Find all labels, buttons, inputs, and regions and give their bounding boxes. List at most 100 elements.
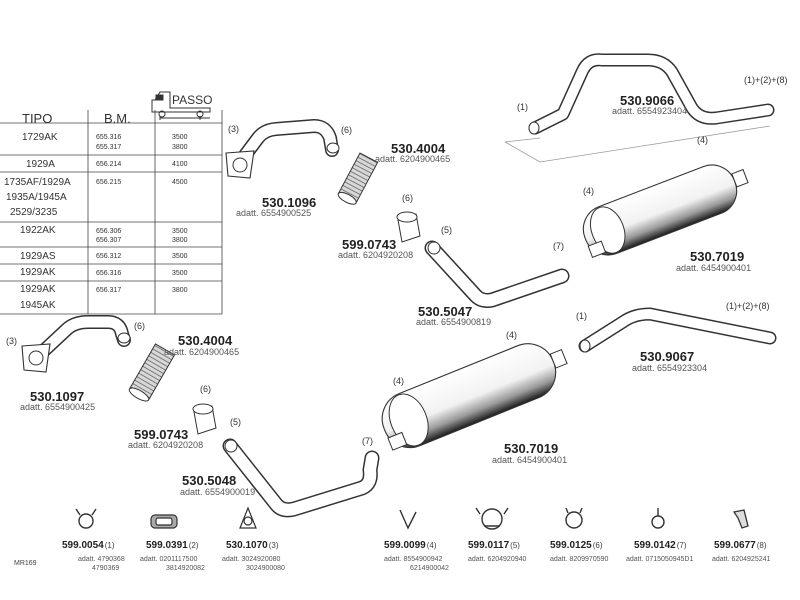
gasket-icon	[150, 514, 178, 529]
part-number-label: 530.7019	[690, 249, 745, 264]
row-tipo: 1945AK	[20, 300, 56, 311]
row-bm: 656.306	[96, 228, 122, 235]
callout-label: (5)	[441, 225, 452, 235]
row-passo: 3800	[172, 144, 188, 151]
part-adatt-label: adatt. 6454900401	[676, 263, 752, 273]
small-part-qty: (6)	[592, 541, 603, 550]
muffler-lower-shape	[381, 343, 568, 451]
small-part-number: 599.0099	[384, 540, 426, 551]
diagram-code: MR169	[14, 560, 37, 567]
row-passo: 3500	[172, 134, 188, 141]
small-part-number: 599.0391	[146, 540, 188, 551]
bracket-icon	[732, 509, 749, 529]
part-adatt-label: adatt. 6454900401	[492, 455, 568, 465]
row-passo: 4100	[172, 161, 188, 168]
row-bm: 656.316	[96, 270, 122, 277]
double-clamp-icon	[475, 507, 509, 530]
part-adatt-label: adatt. 6554923404	[612, 106, 688, 116]
part-adatt-label: adatt. 6204900465	[375, 154, 451, 164]
small-part-qty: (7)	[676, 541, 687, 550]
u-bolt-clamp-icon	[651, 508, 665, 529]
callout-label: (1)	[517, 102, 528, 112]
small-part-adatt: adatt. 0715050945D1	[626, 556, 694, 563]
sleeve-upper-shape	[396, 211, 421, 243]
part-adatt-label: adatt. 6554900819	[416, 317, 492, 327]
small-part-number: 530.1070	[226, 540, 268, 551]
part-number-label: 530.7019	[504, 441, 559, 456]
part-adatt-label: adatt. 6204920208	[338, 250, 414, 260]
small-part-adatt: adatt. 8554900942	[384, 556, 443, 563]
small-part-adatt: adatt. 6204925241	[712, 556, 771, 563]
small-part-adatt: adatt. 3024920080	[222, 556, 281, 563]
small-part-number: 599.0054	[62, 540, 104, 551]
row-bm: 656.317	[96, 287, 122, 294]
callout-label: (7)	[553, 241, 564, 251]
callout-label: (3)	[6, 336, 17, 346]
row-bm: 656.312	[96, 253, 122, 260]
hanger-icon	[399, 509, 417, 530]
row-tipo: 1935A/1945A	[6, 192, 67, 203]
callout-label: (1)	[576, 311, 587, 321]
small-part-label: 599.0677(8)	[714, 541, 767, 551]
small-part-number: 599.0125	[550, 540, 592, 551]
part-adatt-label: adatt. 6554923304	[632, 363, 708, 373]
part-number-label: 530.9066	[620, 93, 675, 108]
row-passo: 3800	[172, 237, 188, 244]
callout-label: (3)	[228, 124, 239, 134]
flexpipe-upper-shape	[337, 152, 379, 205]
small-part-adatt: 6214900042	[410, 565, 449, 572]
row-passo: 3800	[172, 287, 188, 294]
part-number-label: 599.0743	[134, 427, 189, 442]
part-number-label: 599.0743	[342, 237, 397, 252]
row-tipo: 2529/3235	[10, 207, 58, 218]
pipe-530-5047-shape	[424, 240, 570, 308]
row-tipo: 1929AK	[20, 267, 56, 278]
small-part-adatt: adatt. 0201117500	[140, 556, 198, 563]
row-bm: 656.214	[96, 161, 122, 168]
row-bm: 656.215	[96, 179, 122, 186]
small-part-adatt: adatt. 4790368	[78, 556, 125, 563]
part-adatt-label: adatt. 6204900465	[164, 347, 240, 357]
row-bm: 655.316	[96, 134, 122, 141]
pipe-530-5048-shape	[222, 438, 380, 518]
column-header-tipo: TIPO	[22, 111, 53, 126]
small-part-label: 599.0117(5)	[468, 541, 520, 551]
callout-label: (6)	[134, 321, 145, 331]
row-passo: 3500	[172, 228, 188, 235]
small-part-label: 599.0054(1)	[62, 541, 115, 551]
small-part-qty: (1)	[104, 541, 115, 550]
small-part-qty: (4)	[426, 541, 437, 550]
row-passo: 3500	[172, 253, 188, 260]
callout-label: (1)+(2)+(8)	[726, 301, 770, 311]
sleeve-lower-shape	[192, 403, 217, 435]
small-part-label: 599.0125(6)	[550, 541, 603, 551]
flange-gasket-icon	[239, 506, 257, 529]
callout-label: (6)	[402, 193, 413, 203]
small-part-number: 599.0117	[468, 540, 510, 551]
part-number-label: 530.5048	[182, 473, 237, 488]
small-part-label: 599.0142(7)	[634, 541, 687, 551]
small-part-adatt: 3814920082	[166, 565, 205, 572]
callout-label: (5)	[230, 417, 241, 427]
row-bm: 656.307	[96, 237, 122, 244]
small-part-number: 599.0677	[714, 540, 756, 551]
small-part-label: 530.1070(3)	[226, 541, 279, 551]
column-header-bm: B.M.	[104, 111, 131, 126]
flexpipe-lower-shape	[128, 343, 176, 402]
tailpipe-530-9066-shape	[528, 53, 775, 135]
small-part-adatt: adatt. 8209970590	[550, 556, 609, 563]
small-part-adatt: adatt. 6204920940	[468, 556, 527, 563]
small-part-qty: (5)	[510, 541, 520, 550]
small-part-qty: (8)	[756, 541, 767, 550]
row-tipo: 1729AK	[22, 132, 58, 143]
passo-logo-text: PASSO	[172, 93, 213, 107]
clamp-icon	[75, 508, 97, 529]
small-part-label: 599.0099(4)	[384, 541, 437, 551]
callout-label: (6)	[200, 384, 211, 394]
part-number-label: 530.4004	[178, 333, 233, 348]
row-passo: 3500	[172, 270, 188, 277]
part-number-label: 530.5047	[418, 304, 473, 319]
part-adatt-label: adatt. 6554900525	[236, 208, 312, 218]
chassis-outline	[504, 125, 771, 163]
